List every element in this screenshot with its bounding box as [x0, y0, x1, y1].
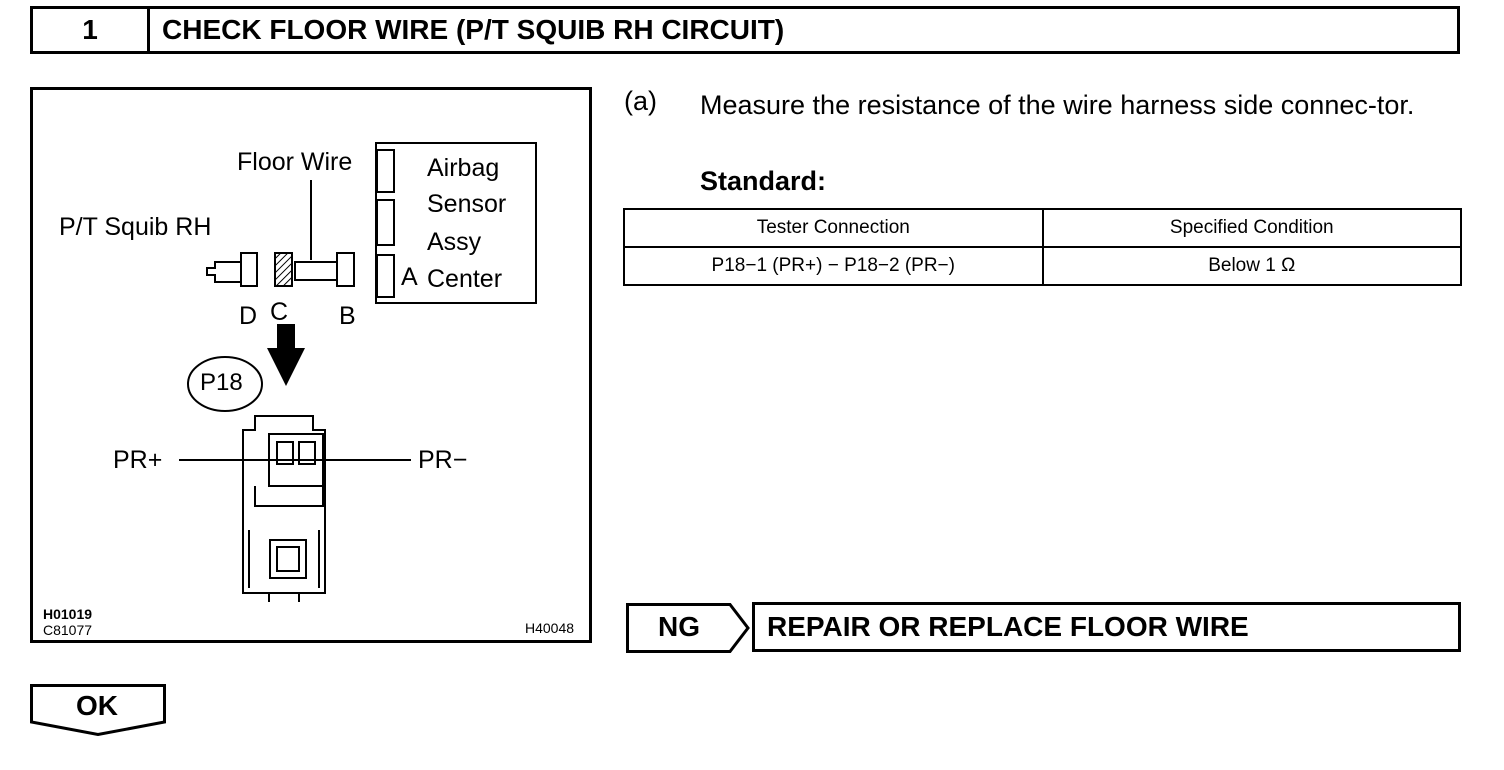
figure-code-1: H01019 — [43, 606, 93, 622]
standard-label: Standard: — [700, 166, 827, 196]
pt-squib-label: P/T Squib RH — [59, 213, 212, 241]
connector-diagram: Floor Wire P/T Squib RH Airbag Sensor As… — [30, 87, 592, 643]
table-header-row: Tester Connection Specified Condition — [623, 208, 1463, 248]
ng-action-box: REPAIR OR REPLACE FLOOR WIRE — [752, 602, 1461, 652]
figure-code-3: H40048 — [525, 620, 575, 636]
ok-label: OK — [76, 690, 118, 721]
cell-specified-condition: Below 1 Ω — [1041, 246, 1463, 286]
ng-label: NG — [658, 611, 700, 642]
airbag-label-3: Assy — [427, 228, 482, 256]
table-row: P18−1 (PR+) − P18−2 (PR−) Below 1 Ω — [623, 246, 1463, 286]
spec-table: Tester Connection Specified Condition P1… — [623, 208, 1463, 286]
step-title: CHECK FLOOR WIRE (P/T SQUIB RH CIRCUIT) — [162, 14, 785, 45]
floor-wire-label: Floor Wire — [237, 148, 353, 176]
figure-code-2: C81077 — [43, 622, 93, 638]
connector-a-label: A — [401, 263, 418, 291]
connector-d-label: D — [239, 302, 258, 330]
step-header: 1 CHECK FLOOR WIRE (P/T SQUIB RH CIRCUIT… — [30, 6, 1460, 54]
header-tester-connection: Tester Connection — [623, 208, 1044, 248]
connector-b-label: B — [339, 302, 356, 330]
down-arrow — [267, 324, 305, 386]
step-number: 1 — [33, 9, 150, 51]
connector-b — [336, 252, 355, 287]
connector-c-label: C — [270, 298, 289, 326]
instruction-marker: (a) — [624, 86, 657, 116]
cell-tester-connection: P18−1 (PR+) − P18−2 (PR−) — [623, 246, 1044, 286]
p18-label: P18 — [200, 369, 243, 396]
airbag-label-4: Center — [427, 265, 503, 293]
instruction-text: Measure the resistance of the wire harne… — [700, 90, 1415, 120]
airbag-label-2: Sensor — [427, 190, 507, 218]
diagram-drawing — [179, 142, 537, 602]
pr-plus-label: PR+ — [113, 446, 163, 474]
p18-oval — [187, 356, 263, 412]
connector-d — [240, 252, 258, 287]
header-specified-condition: Specified Condition — [1041, 208, 1463, 248]
pr-minus-label: PR− — [418, 446, 468, 474]
ng-arrow-box — [626, 603, 750, 653]
ok-arrow-box — [30, 684, 166, 736]
connector-c — [274, 252, 293, 287]
airbag-label-1: Airbag — [427, 154, 500, 182]
